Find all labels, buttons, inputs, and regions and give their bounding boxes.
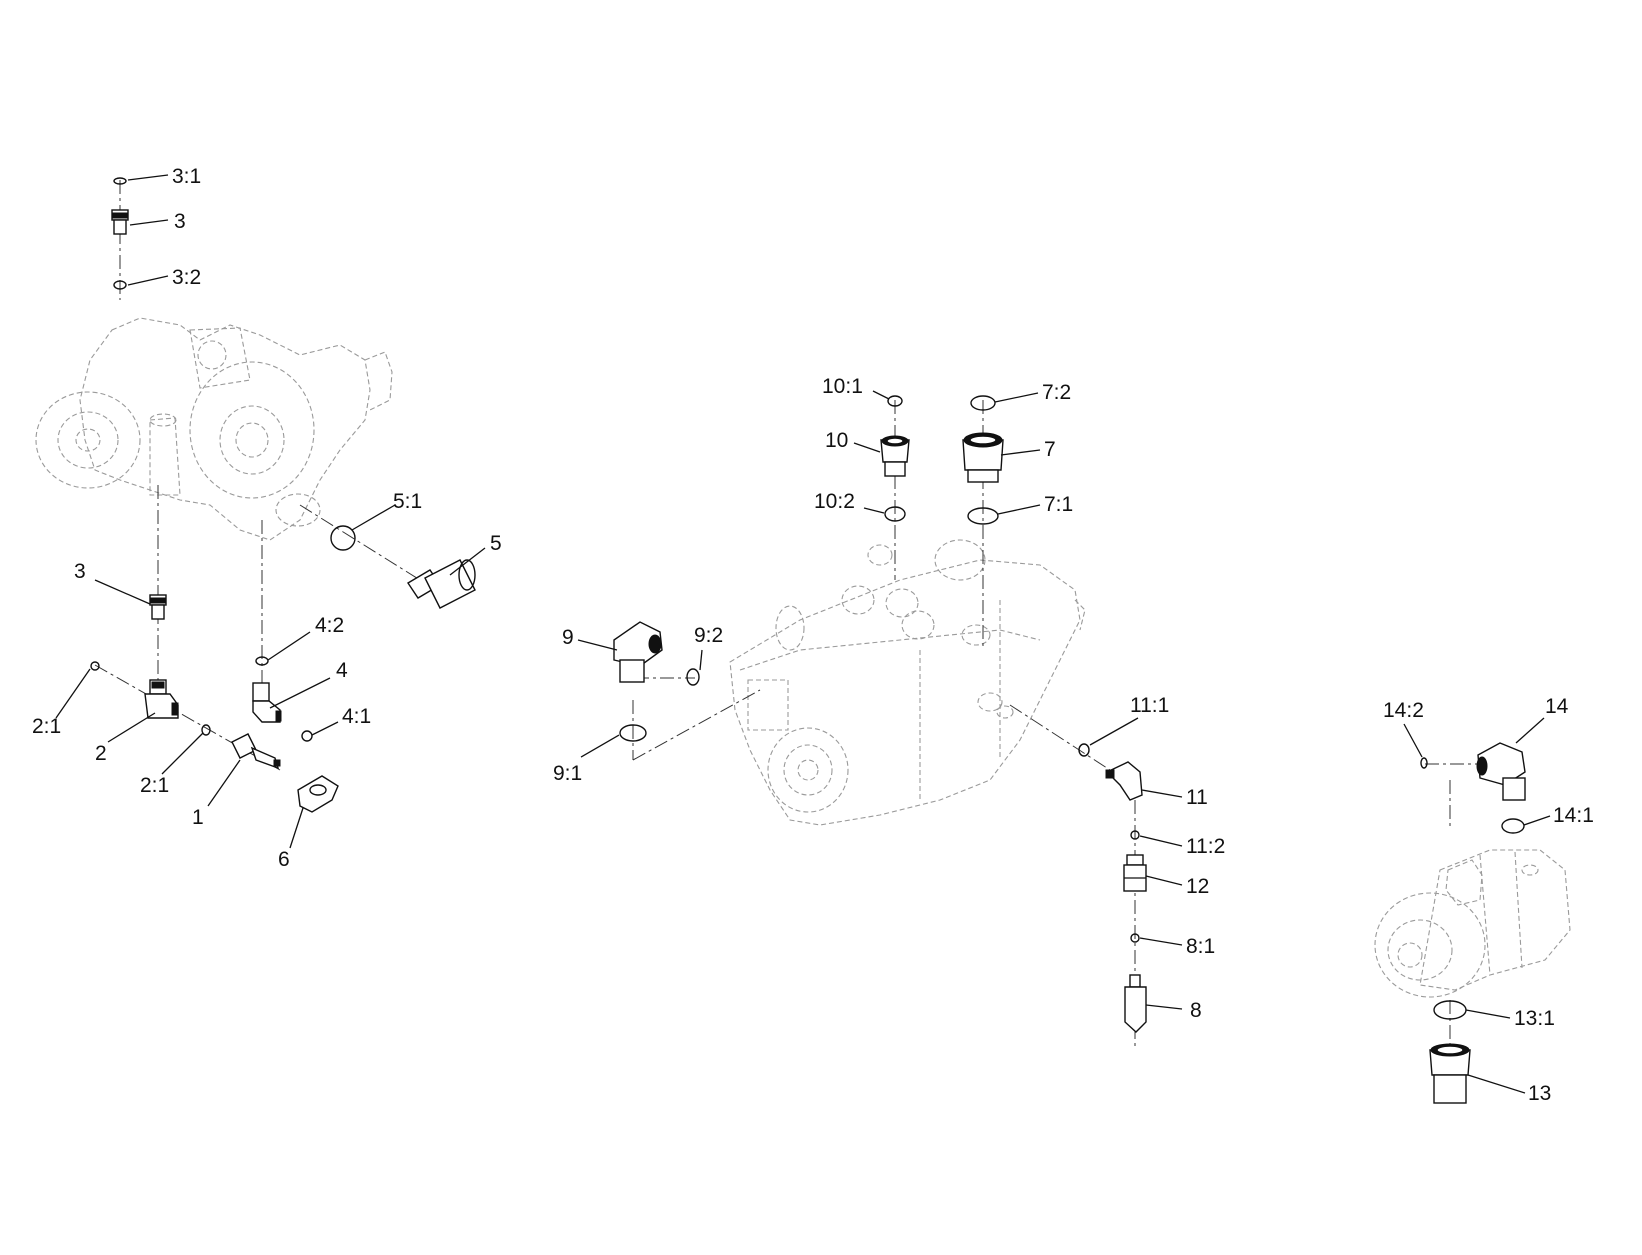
part-9-1-oring <box>619 724 647 742</box>
part-11-elbow <box>1105 761 1143 801</box>
part-10-fitting <box>880 435 910 477</box>
callout-11-1: 11:1 <box>1130 694 1169 717</box>
right-pump-assembly <box>1374 849 1571 998</box>
part-5-fitting <box>407 559 476 609</box>
callout-13: 13 <box>1528 1082 1551 1105</box>
callout-10-1: 10:1 <box>822 375 863 398</box>
callout-2-1-right: 2:1 <box>140 774 169 797</box>
callout-11: 11 <box>1186 786 1208 809</box>
part-2-1-oring-left <box>90 661 100 671</box>
part-8-sensor <box>1124 974 1147 1033</box>
callout-4: 4 <box>336 659 348 682</box>
part-3-1-oring <box>113 177 127 185</box>
part-11-2-oring <box>1130 830 1140 840</box>
callout-8: 8 <box>1190 999 1202 1022</box>
part-12-fitting <box>1123 854 1147 892</box>
callout-3-2: 3:2 <box>172 266 201 289</box>
callout-5: 5 <box>490 532 502 555</box>
part-6-connector <box>297 775 339 813</box>
leader-lines <box>55 174 1551 1094</box>
part-3-fitting-top <box>111 209 129 235</box>
part-14-elbow <box>1476 742 1526 801</box>
callout-9-2: 9:2 <box>694 624 723 647</box>
callout-5-1: 5:1 <box>393 490 422 513</box>
callout-4-2: 4:2 <box>315 614 344 637</box>
part-7-fitting <box>962 432 1004 483</box>
callout-2-1-left: 2:1 <box>32 715 61 738</box>
part-4-elbow <box>252 682 282 723</box>
left-pump-assembly <box>35 317 393 541</box>
callout-14-2: 14:2 <box>1383 699 1424 722</box>
callout-7: 7 <box>1044 438 1056 461</box>
part-2-tee <box>144 679 179 719</box>
callout-3-top: 3 <box>174 210 186 233</box>
callout-2: 2 <box>95 742 107 765</box>
callout-14: 14 <box>1545 695 1569 718</box>
part-3-fitting-mid <box>149 594 167 620</box>
callout-10: 10 <box>825 429 848 452</box>
callout-14-1: 14:1 <box>1553 804 1594 827</box>
callout-7-1: 7:1 <box>1044 493 1073 516</box>
part-14-2-oring <box>1420 757 1428 769</box>
part-8-1-oring <box>1130 933 1140 943</box>
callout-3-1: 3:1 <box>172 165 201 188</box>
callout-13-1: 13:1 <box>1514 1007 1555 1030</box>
right-centerlines <box>1425 763 1480 1050</box>
callout-9-1: 9:1 <box>553 762 582 785</box>
callout-10-2: 10:2 <box>814 490 855 513</box>
center-pump-assembly <box>729 539 1086 826</box>
callout-8-1: 8:1 <box>1186 935 1215 958</box>
part-1-sensor <box>231 733 281 770</box>
part-2-1-oring-right <box>201 724 211 736</box>
callout-1: 1 <box>192 806 204 829</box>
part-4-2-oring <box>255 656 269 666</box>
callout-12: 12 <box>1186 875 1209 898</box>
part-13-fitting <box>1429 1043 1471 1104</box>
callout-3-mid: 3 <box>74 560 86 583</box>
part-9-elbow <box>613 621 663 683</box>
callout-9: 9 <box>562 626 574 649</box>
part-4-1-oring <box>301 730 313 742</box>
part-3-2-oring <box>113 280 127 290</box>
part-14-1-oring <box>1501 818 1525 834</box>
callout-11-2: 11:2 <box>1186 835 1225 858</box>
callout-7-2: 7:2 <box>1042 381 1071 404</box>
left-centerlines <box>94 180 421 771</box>
callout-4-1: 4:1 <box>342 705 371 728</box>
callout-labels: 3:1 3 3:2 5:1 5 3 4:2 4 4:1 2:1 2 2:1 1 … <box>32 165 1594 1105</box>
callout-6: 6 <box>278 848 290 871</box>
part-11-1-oring <box>1078 743 1090 757</box>
part-10-1-oring <box>887 395 903 407</box>
part-7-2-oring <box>970 395 996 411</box>
part-9-2-oring <box>686 668 700 686</box>
part-7-1-oring <box>967 507 999 525</box>
part-5-1-oring <box>330 525 356 551</box>
part-10-2-oring <box>884 506 906 522</box>
